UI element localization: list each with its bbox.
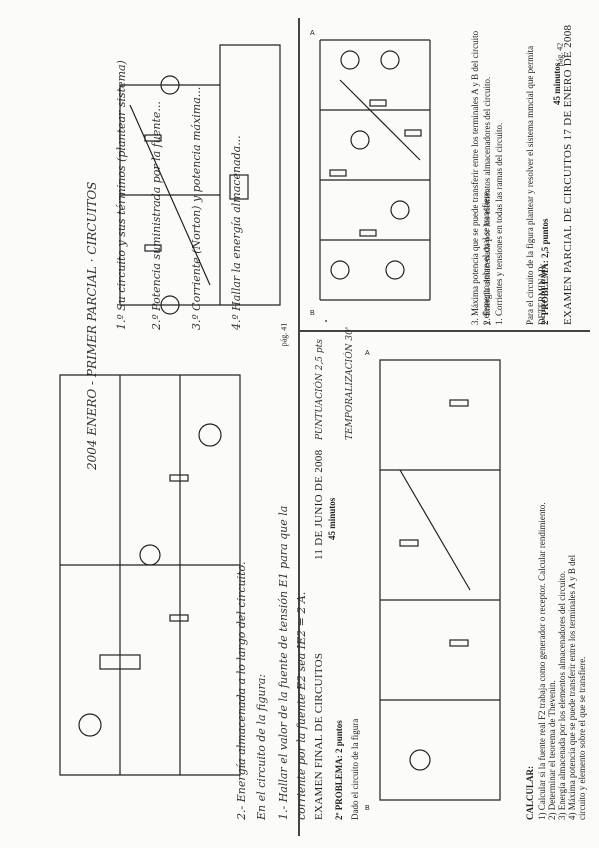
svg-text:A: A (310, 30, 315, 37)
final-exam-date: 11 DE JUNIO DE 2008 (313, 449, 325, 560)
final-exam-header: EXAMEN FINAL DE CIRCUITOS (313, 652, 325, 820)
score-box-label: PUNTUACIÓN 2,5 pts (315, 339, 325, 440)
svg-text:A: A (365, 350, 370, 357)
circuit-diagram-top: AB (310, 30, 431, 317)
calc-item-4: 4) Máxima potencia que se puede transfer… (567, 554, 587, 820)
horizontal-divider (300, 330, 590, 332)
problem-statement: Para el circuito de la figura plantear y… (525, 45, 547, 325)
calc-title: CALCULAR: (525, 766, 535, 820)
vertical-divider (298, 18, 300, 836)
left-statement: En el circuito de la figura: (255, 674, 268, 820)
calc-item-2: 2) Determinar el teorema de Thevenin. (547, 680, 557, 820)
calc-item-1: 1) Calcular si la fuente real F2 trabaja… (537, 502, 547, 820)
svg-text:B: B (365, 805, 370, 812)
final-exam-duration: 45 minutos (327, 497, 337, 540)
circuit-diagram-left-top (119, 44, 281, 315)
final-problem-heading: 2º PROBLEMA: 2 puntos (334, 720, 344, 820)
exam-duration: 45 minutos (552, 62, 562, 105)
final-statement: Dado el circuito de la figura (350, 718, 360, 820)
question-1: 1. Corrientes y tensiones en todas las r… (494, 122, 504, 325)
calc-item-3: 3) Energía almacenada por los elementos … (557, 571, 567, 820)
circuit-diagram-left-bottom (59, 374, 241, 776)
question-3: 3. Máxima potencia que se puede transfer… (470, 30, 491, 325)
left-page-number: pág. 41 (279, 322, 289, 347)
svg-text:B: B (310, 310, 315, 317)
circuit-diagram-final: AB (365, 350, 501, 812)
time-box-label: TEMPORALIZACIÓN 30' (345, 326, 355, 440)
left-item-1: 1.- Hallar el valor de la fuente de tens… (277, 505, 308, 820)
page-number: pág. 42 (555, 42, 565, 67)
exam-header: EXAMEN PARCIAL DE CIRCUITOS 17 DE ENERO … (562, 24, 574, 325)
left-item-2: 2.- Energía almacenada a lo largo del ci… (235, 561, 248, 820)
